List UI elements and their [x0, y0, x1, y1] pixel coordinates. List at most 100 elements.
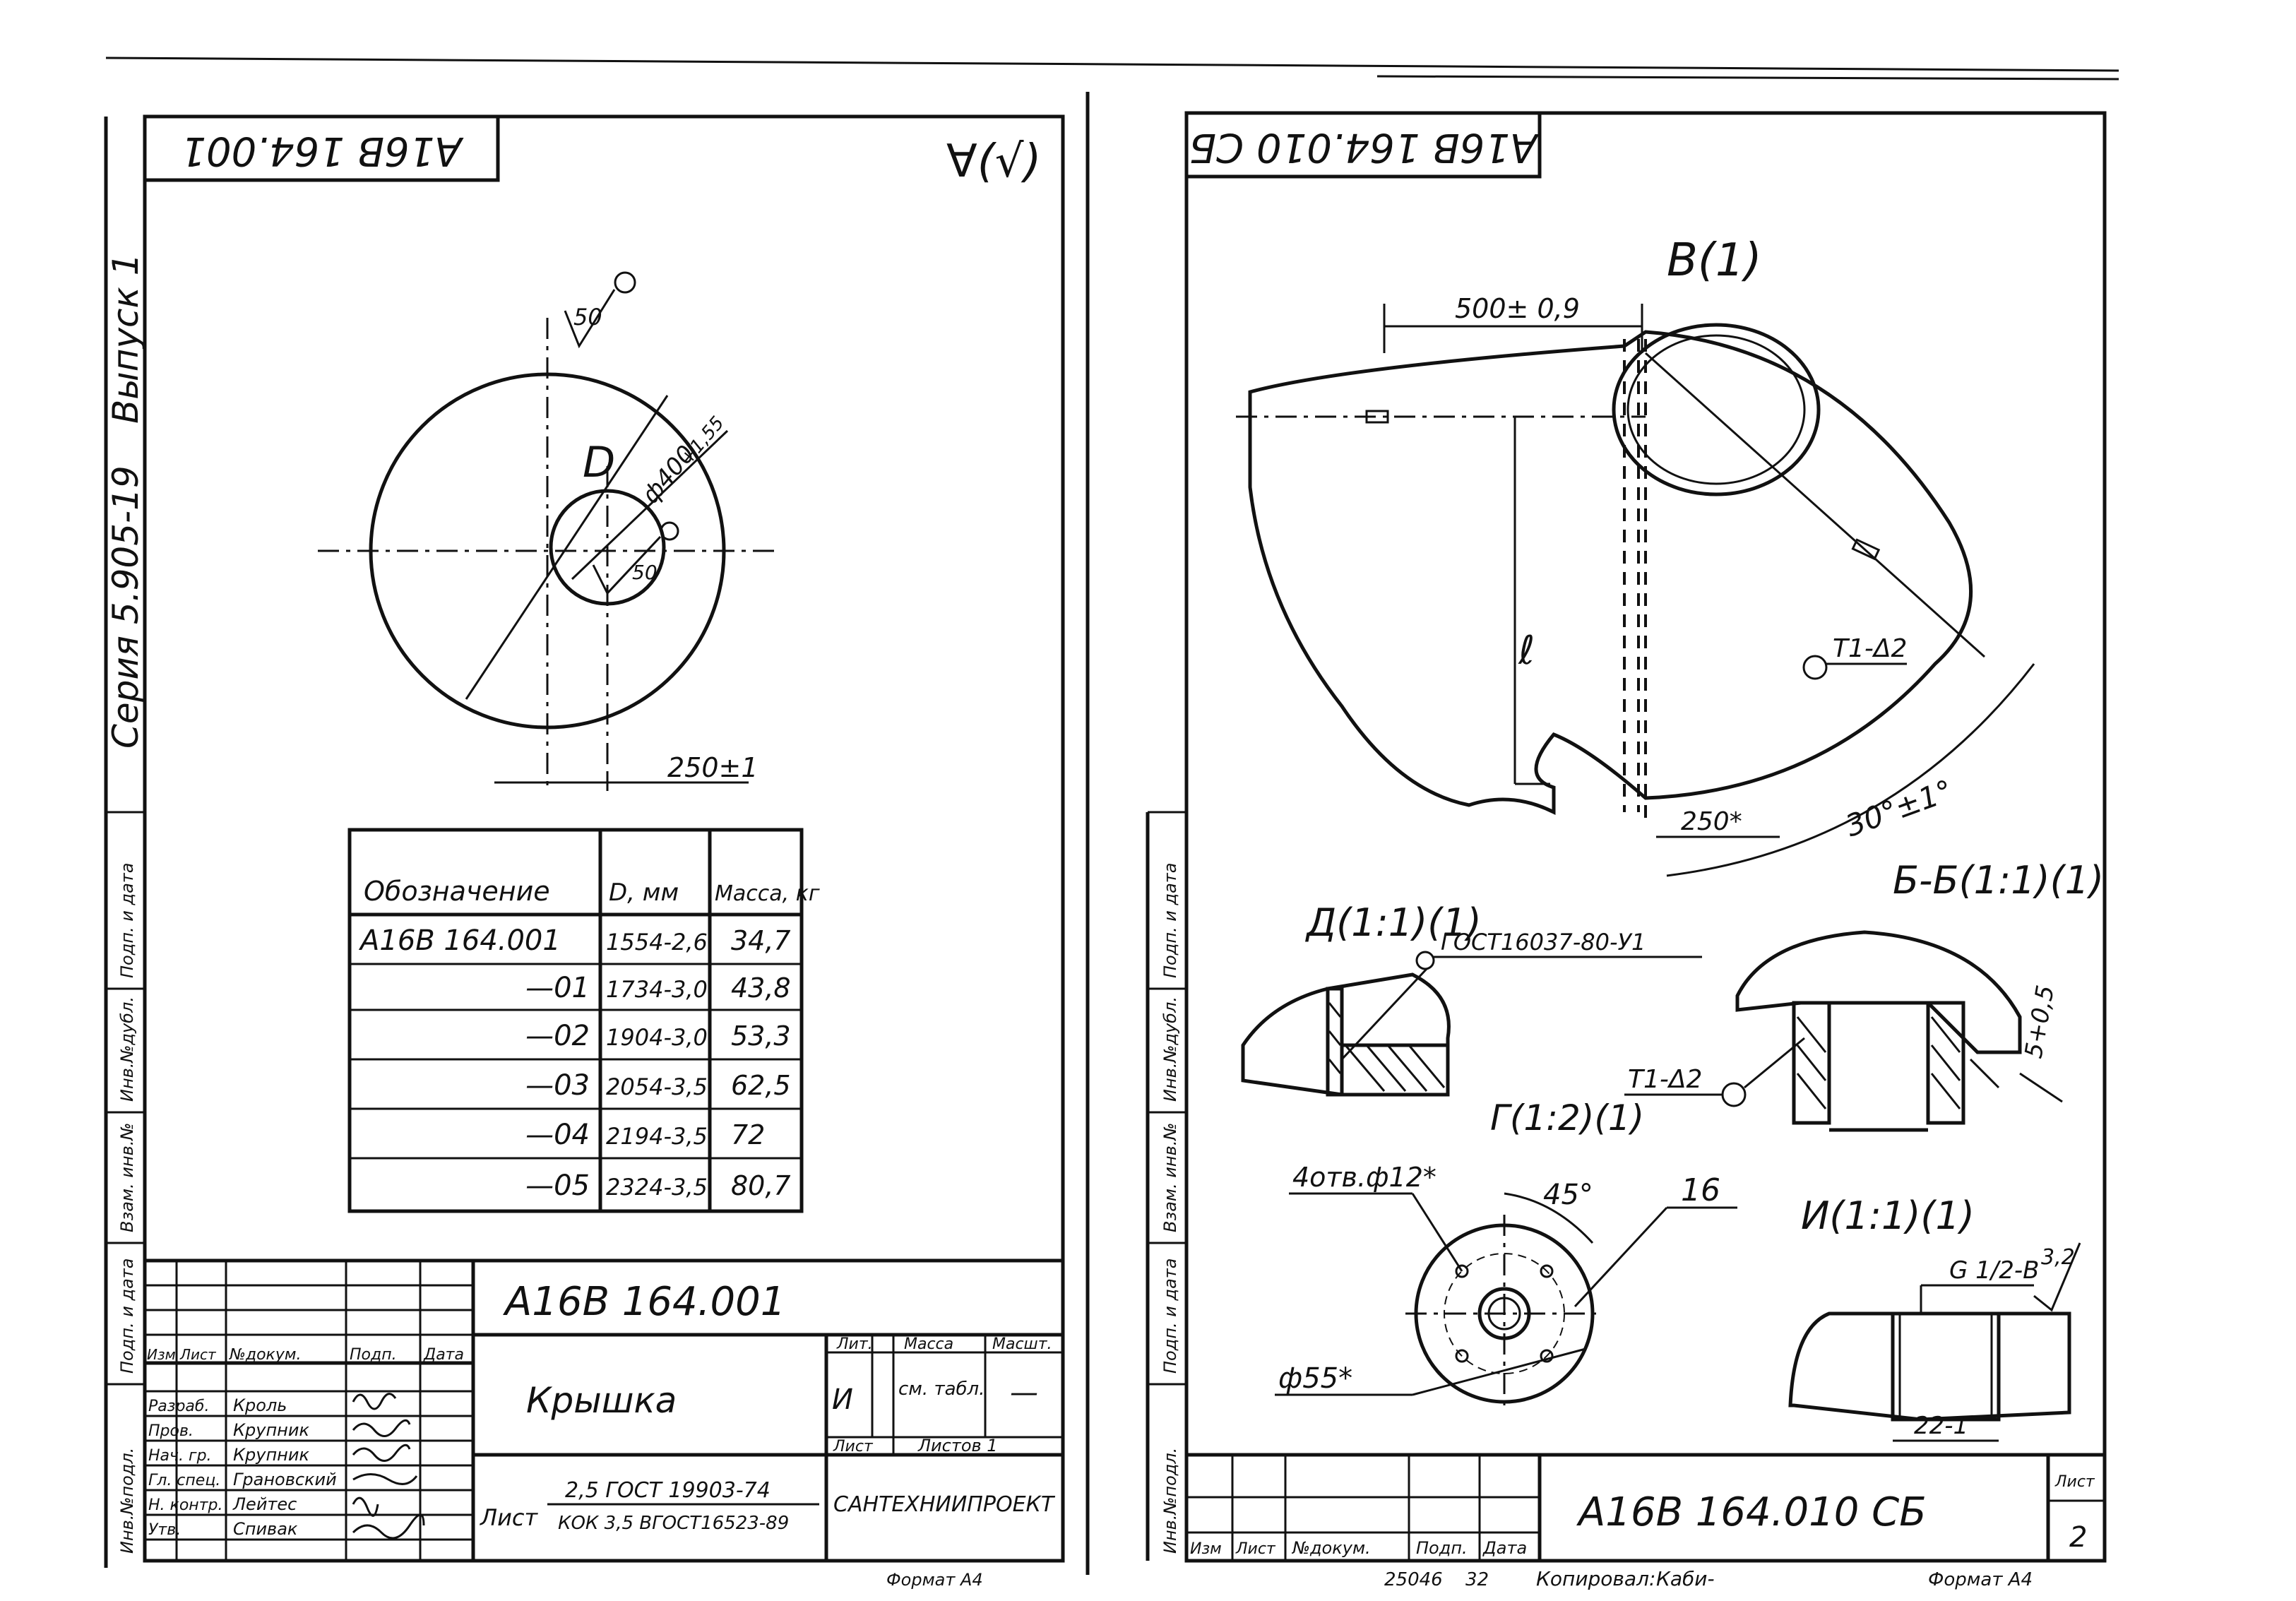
sheet1: А16В 164.001 ∀(√) 50 50 D ф400 +1,55 250…: [143, 114, 1065, 1590]
view-g-holes: [1455, 1264, 1554, 1363]
section-d-body: [1241, 972, 1451, 1097]
sheet2-sig-col-podp: Подп.: [1416, 1538, 1468, 1558]
person-role-4: Н. контр.: [148, 1496, 222, 1514]
stamp-vzam: Взам. инв.№: [117, 1123, 137, 1232]
tb-org: САНТЕХНИИПРОЕКТ: [833, 1492, 1056, 1517]
section-bb-hatch: [1796, 1016, 2000, 1109]
sheet2-sig-col-date: Дата: [1482, 1538, 1527, 1558]
tb-lit-value: И: [832, 1383, 853, 1416]
copier-name: Каби-: [1656, 1567, 1715, 1590]
table-row-3-d: 2054-3,5: [606, 1073, 708, 1100]
sig-col-izm: Изм: [147, 1346, 176, 1363]
table-row-3-designation: —03: [525, 1069, 590, 1102]
variants-table: Обозначение D, мм Масса, кг А16В 164.001…: [347, 828, 820, 1213]
sheet2-sig-col-doc: №докум.: [1291, 1538, 1371, 1558]
angle-45-label: 45°: [1543, 1179, 1593, 1211]
person-name-0: Кроль: [233, 1395, 287, 1415]
table-row-3-mass: 62,5: [731, 1070, 791, 1101]
stamp-podp-2: Подп. и дата: [117, 863, 137, 979]
sheet1-roughness: ∀(√): [946, 136, 1042, 188]
table-row-5-mass: 80,7: [731, 1170, 791, 1201]
table-row-0-d: 1554-2,6: [606, 929, 708, 956]
person-role-1: Пров.: [148, 1422, 194, 1440]
gost-weld-label: ГОСТ16037-80-У1: [1441, 929, 1646, 956]
dim-250-label: 250*: [1681, 807, 1742, 836]
table-row-0-designation: А16В 164.001: [358, 924, 561, 957]
person-role-3: Гл. спец.: [148, 1472, 220, 1489]
table-row-4-designation: —04: [525, 1119, 590, 1151]
sheet1-tb-name: Крышка: [526, 1380, 677, 1421]
tb-sheet-label: Лист: [833, 1438, 874, 1456]
tb-col-scale: Масшт.: [992, 1335, 1052, 1353]
weld-2-label: Т1-Δ2: [1628, 1065, 1702, 1094]
signature-2: [352, 1444, 411, 1462]
tb-mass-value: см. табл.: [898, 1379, 985, 1400]
tb-scale-value: —: [1010, 1376, 1038, 1409]
person-role-5: Утв.: [148, 1521, 181, 1539]
table-row-4-mass: 72: [731, 1119, 765, 1150]
sheet2-sig-col-izm: Изм: [1190, 1540, 1222, 1558]
sheet2-stamp-inv-dubl: Инв.№дубл.: [1160, 996, 1180, 1102]
table-row-1-mass: 43,8: [731, 972, 791, 1004]
tb-col-lit: Лит.: [836, 1335, 873, 1353]
signature-1: [352, 1419, 411, 1437]
sheet1-tb-code: А16В 164.001: [503, 1279, 785, 1325]
sheet2-stamp-vzam: Взам. инв.№: [1160, 1123, 1180, 1232]
sheet1-title-block: Изм Лист №докум. Подп. Дата Разраб. Крол…: [145, 1258, 1063, 1590]
sheet1-format: Формат А4: [886, 1570, 983, 1590]
view-b-label: В(1): [1667, 234, 1762, 287]
sheet2-stamp-inv-podl: Инв.№подл.: [1160, 1448, 1180, 1554]
dim-22-label: 22-1: [1914, 1412, 1968, 1440]
sheet2-tb-sheet-label: Лист: [2054, 1473, 2095, 1491]
weld-1-label: Т1-Δ2: [1833, 634, 1907, 663]
sheet2-stamp-podp-2: Подп. и дата: [1160, 863, 1180, 979]
holes-label: 4отв.ф12*: [1292, 1162, 1437, 1193]
table-header-mass: Масса, кг: [715, 881, 820, 906]
sheet2-tb-sheet-no: 2: [2069, 1521, 2087, 1554]
sig-col-list: Лист: [179, 1346, 217, 1363]
rough-32-label: 3,2: [2041, 1245, 2075, 1270]
view-i-label: И(1:1)(1): [1801, 1194, 1975, 1238]
tb-col-mass: Масса: [904, 1335, 953, 1353]
sheet2-corner-code: А16В 164.010 СБ: [1189, 124, 1540, 170]
stamp-podp-1: Подп. и дата: [117, 1258, 137, 1374]
view-i-body: [1788, 1311, 2071, 1422]
signature-4: [352, 1496, 379, 1517]
sheet1-corner-code: А16В 164.001: [181, 128, 463, 174]
sheet2-sig-col-list: Лист: [1235, 1540, 1276, 1558]
person-name-1: Крупник: [233, 1420, 309, 1440]
person-name-5: Спивак: [233, 1519, 298, 1539]
sig-col-doc: №докум.: [229, 1346, 301, 1364]
table-row-5-d: 2324-3,5: [606, 1174, 708, 1201]
signature-3: [352, 1473, 418, 1485]
view-g-label: Г(1:2)(1): [1490, 1097, 1644, 1138]
table-row-2-mass: 53,3: [731, 1020, 791, 1052]
dim-l-label: ℓ: [1518, 628, 1535, 674]
series-label: Серия 5.905-19: [105, 465, 146, 749]
section-d-hatch: [1328, 1002, 1446, 1092]
pos-16-label: 16: [1681, 1172, 1720, 1208]
person-name-3: Грановский: [233, 1470, 337, 1489]
copied-label: Копировал:: [1536, 1567, 1655, 1590]
person-role-0: Разраб.: [148, 1398, 209, 1415]
section-d-label: Д(1:1)(1): [1305, 900, 1482, 945]
dim-5-label: 5+0,5: [2019, 983, 2059, 1061]
sheet2-format: Формат А4: [1928, 1569, 2033, 1590]
signature-5: [352, 1513, 425, 1540]
section-bb-body: [1735, 930, 2022, 1054]
bottom-note-num: 25046: [1384, 1569, 1443, 1590]
dia-55-label: ф55*: [1278, 1362, 1352, 1395]
person-name-4: Лейтес: [232, 1494, 297, 1514]
stamp-inv-dubl: Инв.№дубл.: [117, 996, 137, 1102]
person-name-2: Крупник: [233, 1445, 309, 1465]
table-header-designation: Обозначение: [364, 876, 550, 907]
left-margin: Серия 5.905-19 Выпуск 1 Инв.№подл. Подп.…: [104, 117, 147, 1568]
tb-material-label: Лист: [480, 1504, 538, 1531]
table-row-2-designation: —02: [525, 1020, 590, 1052]
roughness-top-value: 50: [573, 304, 602, 331]
sig-col-date: Дата: [423, 1346, 464, 1364]
tb-material-bottom: КОК 3,5 ВГОСТ16523-89: [558, 1513, 789, 1534]
table-row-1-designation: —01: [525, 972, 590, 1004]
